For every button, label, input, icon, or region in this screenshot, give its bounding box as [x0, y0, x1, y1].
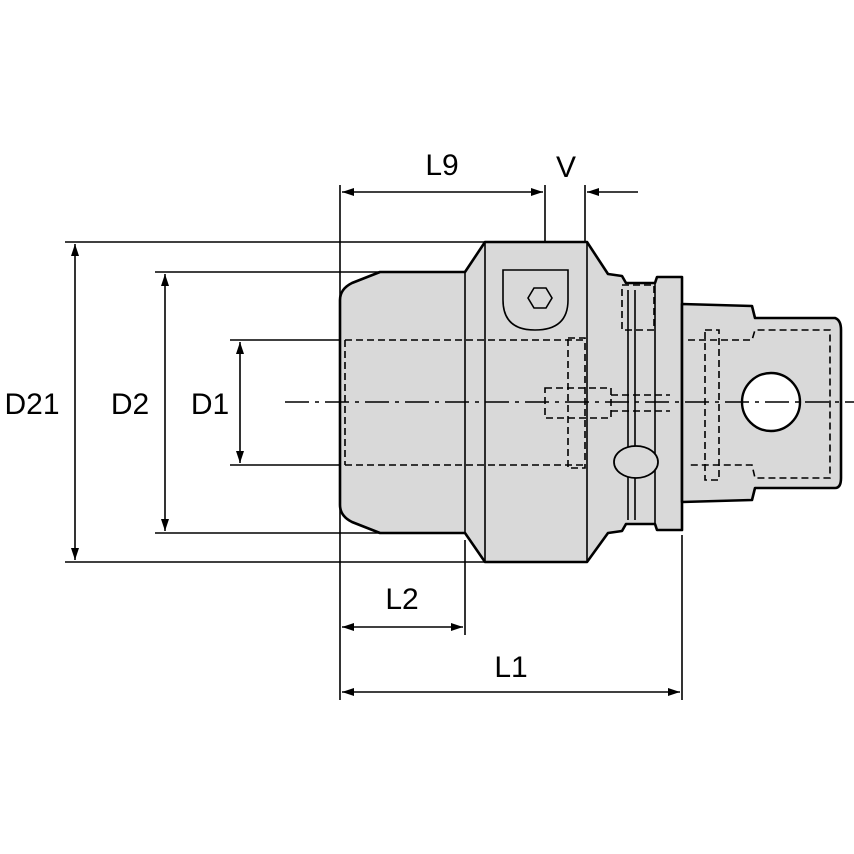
label-d21: D21 — [4, 388, 60, 421]
clamp-pocket — [502, 269, 569, 331]
label-l2: L2 — [385, 583, 419, 616]
hidden-lines — [344, 284, 831, 481]
label-l9: L9 — [425, 149, 459, 182]
ball-detent — [613, 445, 659, 479]
label-v: V — [555, 151, 577, 184]
label-d1: D1 — [190, 388, 230, 421]
hex-screw-icon — [527, 287, 553, 309]
label-l1: L1 — [494, 651, 528, 684]
dimension-lines — [71, 188, 680, 696]
label-d2: D2 — [110, 388, 150, 421]
